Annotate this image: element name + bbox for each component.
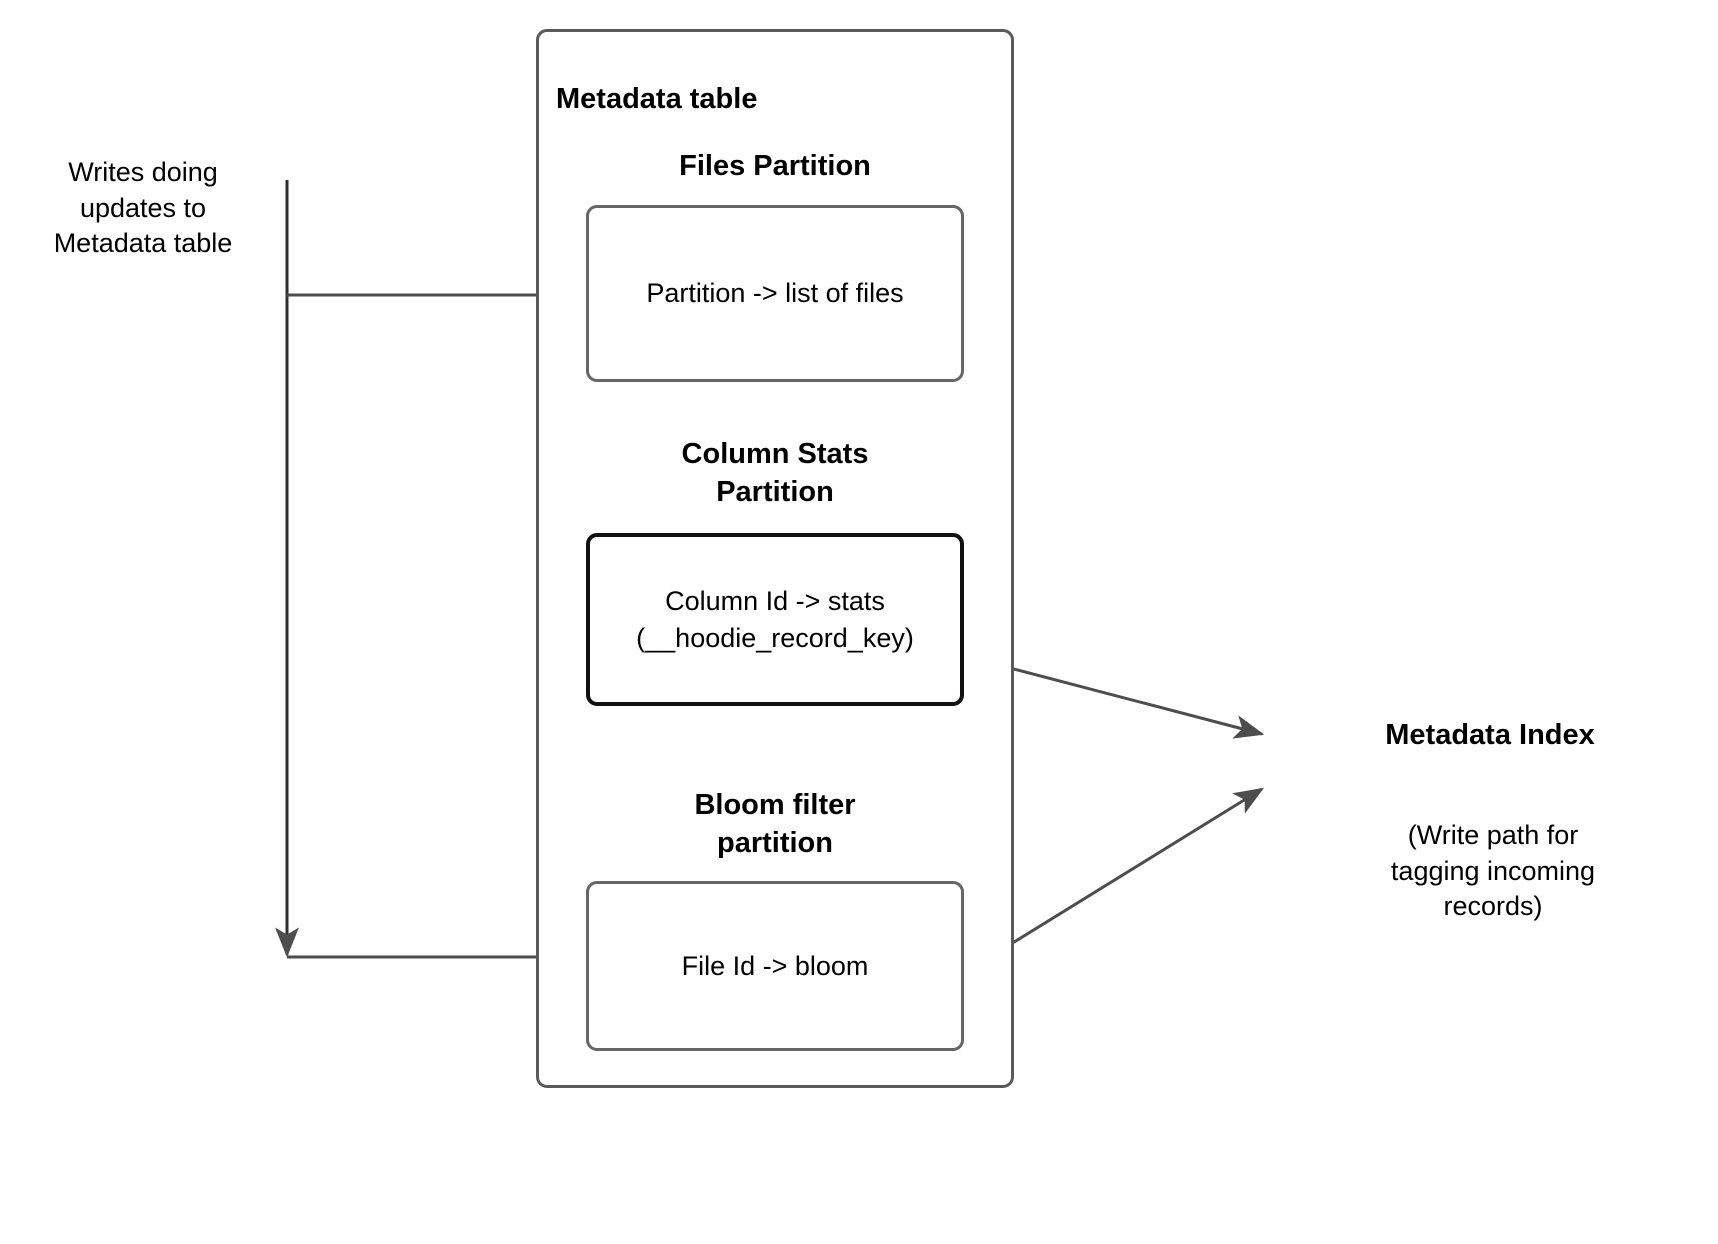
- files-partition-box: Partition -> list of files: [586, 205, 964, 382]
- column-stats-partition-heading: Column Stats Partition: [681, 438, 869, 509]
- metadata-table-title: Metadata table: [556, 83, 758, 115]
- metadata-index-title: Metadata Index: [1385, 719, 1595, 751]
- files-partition-heading: Files Partition: [679, 150, 871, 182]
- bloom-filter-partition-box: File Id -> bloom: [586, 881, 964, 1051]
- writes-doing-updates-label: Writes doing updates to Metadata table: [53, 157, 233, 259]
- column-stats-partition-box: Column Id -> stats (__hoodie_record_key): [586, 533, 964, 706]
- bloom-filter-partition-heading: Bloom filter partition: [694, 789, 856, 860]
- metadata-index-subtitle: (Write path for tagging incoming records…: [1390, 820, 1596, 922]
